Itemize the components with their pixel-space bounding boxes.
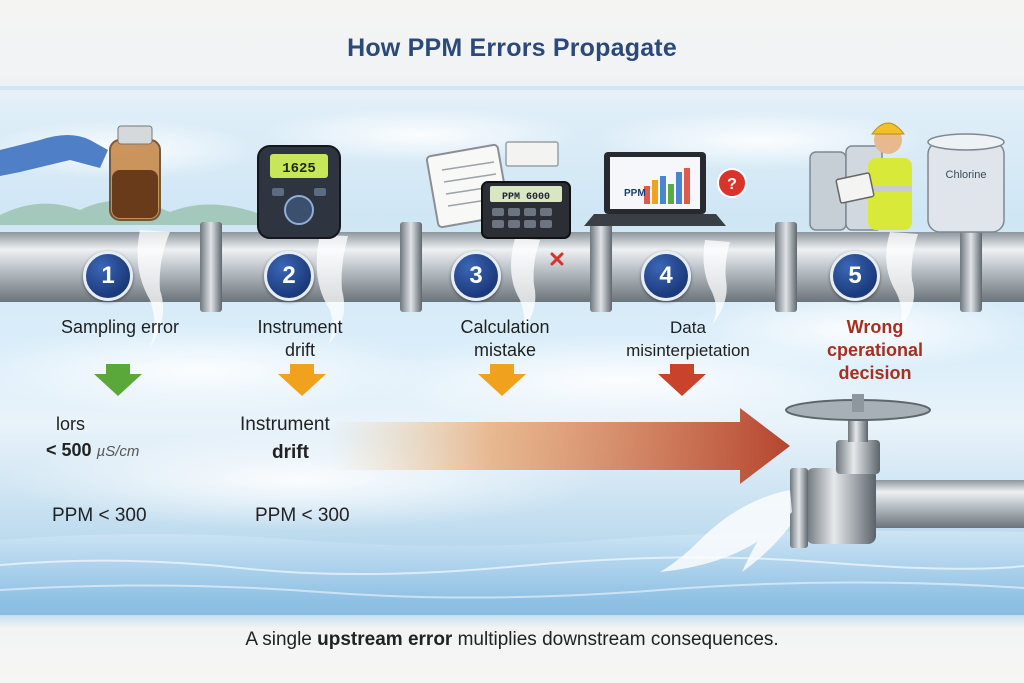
laptop-chart-icon — [584, 152, 726, 226]
step-5-label: Wrong cperational decision — [790, 316, 960, 385]
step-5-label-line-2: cperational — [826, 340, 924, 360]
left-ppm-reading: PPM < 300 — [52, 505, 147, 526]
calculator-display: PPM 6000 — [502, 192, 550, 203]
step-5-badge: 5 — [830, 251, 880, 301]
page-title: How PPM Errors Propagate — [347, 34, 677, 62]
question-icon: ? — [717, 168, 747, 198]
caption-part-1: A single — [245, 629, 318, 650]
down-arrow-green-icon — [94, 364, 142, 396]
error-mark-icon — [550, 252, 564, 266]
step-5-label-line-1: Wrong — [846, 317, 904, 337]
caption-emphasis: upstream error — [317, 629, 453, 650]
svg-text:?: ? — [727, 176, 737, 193]
step-4-label-line-2: misinterpietation — [626, 341, 750, 360]
step-2-label-line-2: drift — [284, 340, 315, 360]
water-leaks — [137, 230, 918, 350]
step-3-label-line-1: Calculation — [460, 317, 550, 337]
step-1-badge: 1 — [83, 251, 133, 301]
bottom-caption: A single upstream error multiplies downs… — [0, 629, 1024, 651]
step-4-label-line-1: Data — [670, 318, 706, 337]
left-reading-value: < 500 — [46, 440, 92, 460]
step-2-label: Instrument drift — [215, 316, 385, 362]
mid-reading-line-1: Instrument — [240, 414, 330, 435]
left-reading-line-2: < 500 µS/cm — [46, 440, 139, 461]
step-3-label: Calculation mistake — [420, 316, 590, 362]
water-spray — [660, 490, 792, 572]
step-1-label: Sampling error — [20, 316, 220, 339]
down-arrow-orange-icon — [278, 364, 326, 396]
left-reading-unit: µS/cm — [96, 443, 140, 460]
step-4-label: Data misinterpietation — [588, 316, 788, 362]
down-arrow-orange-icon-2 — [478, 364, 526, 396]
step-2-label-line-1: Instrument — [257, 317, 343, 337]
handheld-meter-icon — [257, 145, 341, 239]
laptop-label: PPM — [624, 188, 646, 199]
mid-reading-line-2: drift — [272, 442, 309, 463]
sample-bottle-icon — [0, 125, 161, 221]
worker-icon — [835, 122, 912, 230]
step-3-label-line-2: mistake — [473, 340, 536, 360]
calculator-icon — [481, 181, 571, 239]
left-reading-line-1: lors — [56, 414, 86, 434]
pipe-flanges — [200, 222, 982, 312]
step-1-label-text: Sampling error — [60, 317, 180, 337]
valve-icon — [785, 394, 1024, 548]
step-5-label-line-3: decision — [838, 363, 912, 383]
step-3-badge: 3 — [451, 251, 501, 301]
tank-label: Chlorine — [946, 169, 987, 181]
caption-part-2: multiplies downstream consequences. — [452, 629, 779, 650]
step-4-badge: 4 — [641, 251, 691, 301]
propagation-arrow — [330, 408, 790, 484]
meter-display: 1625 — [282, 161, 316, 177]
down-arrow-red-icon — [658, 364, 706, 396]
mid-ppm-reading: PPM < 300 — [255, 505, 350, 526]
step-2-badge: 2 — [264, 251, 314, 301]
